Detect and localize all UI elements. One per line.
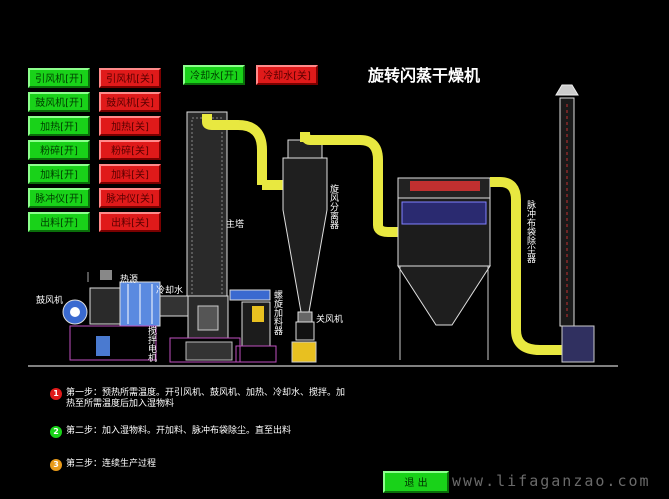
step-2-text: 第二步：加入湿物料。开加料、脉冲布袋除尘。直至出料 <box>66 426 292 436</box>
crushing-off-button[interactable]: 粉碎[关] <box>99 140 161 160</box>
induced-fan-off-button[interactable]: 引风机[关] <box>99 68 161 88</box>
blower-label: 鼓风机 <box>36 296 64 306</box>
heating-on-button[interactable]: 加热[开] <box>28 116 90 136</box>
cooling-water-off-button[interactable]: 冷却水[关] <box>256 65 318 85</box>
heating-off-button[interactable]: 加热[关] <box>99 116 161 136</box>
pulse-off-button[interactable]: 脉冲仪[关] <box>99 188 161 208</box>
watermark: www.lifaganzao.com <box>452 472 651 490</box>
feeding-off-button[interactable]: 加料[关] <box>99 164 161 184</box>
step-3-badge: 3 <box>50 459 62 471</box>
screw-feeder-label: 螺旋加料器 <box>272 290 282 335</box>
cyclone-label: 旋风分离器 <box>328 184 338 229</box>
blower-on-button[interactable]: 鼓风机[开] <box>28 92 90 112</box>
exit-button[interactable]: 退 出 <box>383 471 449 493</box>
crushing-on-button[interactable]: 粉碎[开] <box>28 140 90 160</box>
main-tower-label: 主塔 <box>226 220 245 230</box>
discharge-on-button[interactable]: 出料[开] <box>28 212 90 232</box>
cooling-water-on-button[interactable]: 冷却水[开] <box>183 65 245 85</box>
step-3-text: 第三步：连续生产过程 <box>66 459 157 469</box>
close-fan-label: 关风机 <box>316 315 344 325</box>
induced-fan-on-button[interactable]: 引风机[开] <box>28 68 90 88</box>
pulse-filter-label: 脉冲布袋除尘器 <box>525 200 535 263</box>
discharge-off-button[interactable]: 出料[关] <box>99 212 161 232</box>
step-2-badge: 2 <box>50 426 62 438</box>
pulse-on-button[interactable]: 脉冲仪[开] <box>28 188 90 208</box>
cooling-water-label: 冷却水 <box>156 286 184 296</box>
blower-off-button[interactable]: 鼓风机[关] <box>99 92 161 112</box>
stirrer-label: 搅拌电机 <box>146 326 156 362</box>
heat-source-label: 热源 <box>120 275 139 285</box>
step-1-text: 第一步：预热所需温度。开引风机、鼓风机、加热、冷却水、搅拌。加热至所需温度后加入… <box>66 388 346 409</box>
step-1-badge: 1 <box>50 388 62 400</box>
feeding-on-button[interactable]: 加料[开] <box>28 164 90 184</box>
page-title: 旋转闪蒸干燥机 <box>368 66 481 85</box>
